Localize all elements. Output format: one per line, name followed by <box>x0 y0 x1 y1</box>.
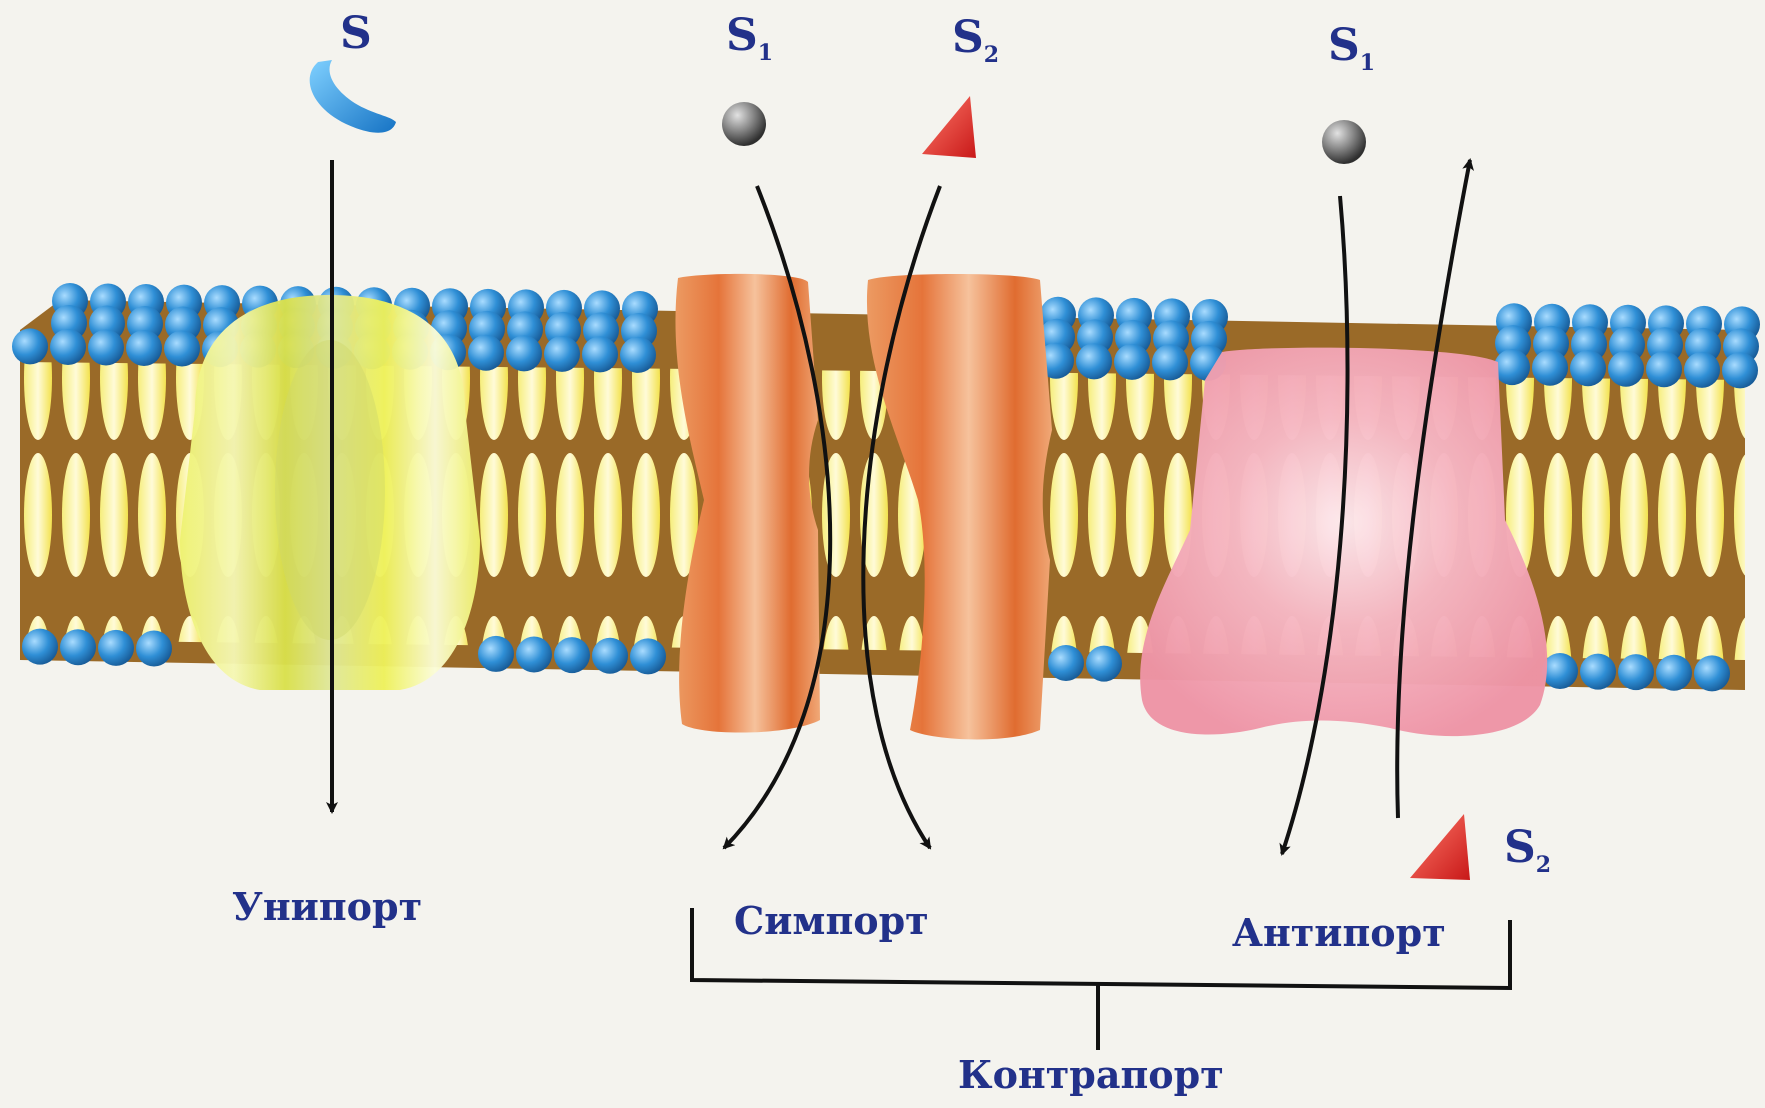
lipid-head <box>620 337 656 373</box>
substrate-s1-ball <box>1322 120 1366 164</box>
lipid-head <box>1532 350 1568 386</box>
label-s2-antiport: S2 <box>1504 826 1551 876</box>
lipid-head <box>50 329 86 365</box>
label-s1-symport: S1 <box>726 14 773 64</box>
label-s2-symport: S2 <box>952 16 999 66</box>
lipid-head <box>1048 645 1084 681</box>
lipid-head <box>478 636 514 672</box>
lipid-head <box>1076 343 1112 379</box>
lipid-head <box>1722 352 1758 388</box>
label-antiport: Антипорт <box>1232 914 1446 952</box>
lipid-head <box>88 329 124 365</box>
lipid-head <box>630 638 666 674</box>
lipid-head <box>516 637 552 673</box>
lipid-head <box>544 336 580 372</box>
lipid-head <box>22 629 58 665</box>
lipid-head <box>164 331 200 367</box>
lipid-head <box>1542 653 1578 689</box>
lipid-head <box>582 336 618 372</box>
label-uniport: Унипорт <box>232 888 422 926</box>
lipid-head <box>1494 349 1530 385</box>
lipid-head <box>1086 646 1122 682</box>
label-s1-antiport: S1 <box>1328 24 1375 74</box>
lipid-head <box>136 630 172 666</box>
substrate-s2-triangle <box>922 96 976 158</box>
label-contraport: Контрапорт <box>958 1056 1224 1094</box>
lipid-head <box>1694 655 1730 691</box>
lipid-head <box>1114 344 1150 380</box>
label-s-uniport: S <box>340 12 372 56</box>
lipid-head <box>554 637 590 673</box>
lipid-head <box>468 335 504 371</box>
lipid-head <box>60 629 96 665</box>
substrate-s1-ball <box>722 102 766 146</box>
lipid-head <box>1580 654 1616 690</box>
lipid-head <box>1656 655 1692 691</box>
substrate-s2-triangle <box>1410 814 1470 880</box>
lipid-head <box>592 638 628 674</box>
lipid-head <box>1618 654 1654 690</box>
lipid-head <box>12 328 48 364</box>
lipid-head <box>1646 351 1682 387</box>
lipid-head <box>1684 352 1720 388</box>
lipid-head <box>1570 350 1606 386</box>
lipid-head <box>506 335 542 371</box>
lipid-head <box>98 630 134 666</box>
label-symport: Симпорт <box>734 902 929 940</box>
lipid-head <box>126 330 162 366</box>
lipid-head <box>1152 344 1188 380</box>
substrate-s-molecule <box>310 60 396 133</box>
lipid-head <box>1608 351 1644 387</box>
